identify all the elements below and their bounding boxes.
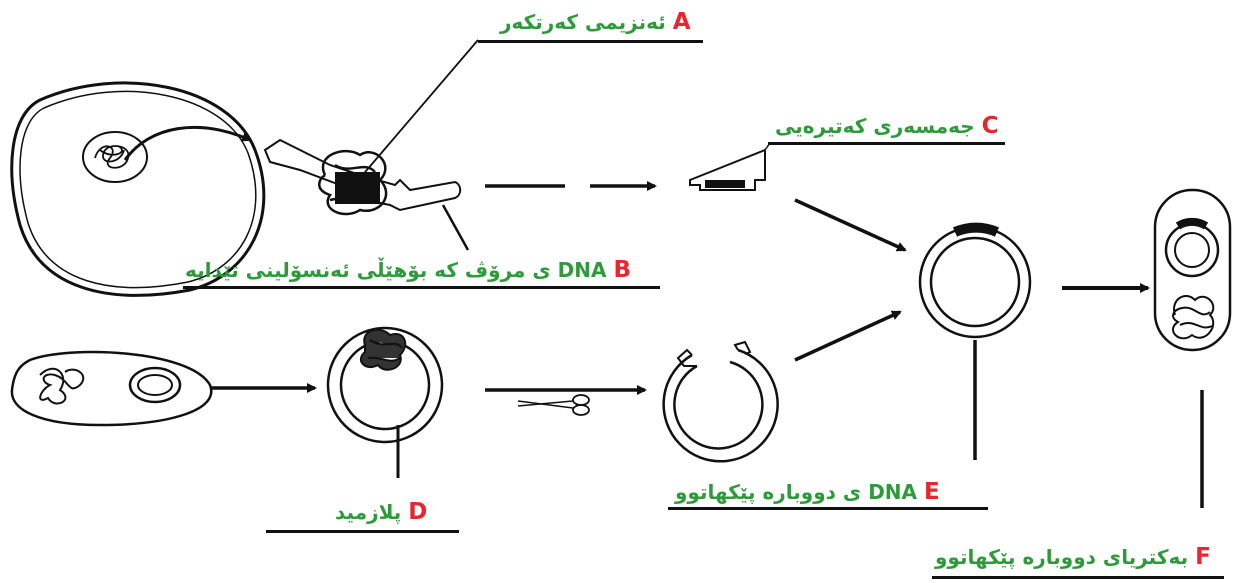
bacterium-with-plasmid [10,350,213,427]
scissors-icon [517,394,590,416]
underline-c [768,142,1005,145]
leader-b [441,204,470,251]
restriction-enzyme-blob [318,149,388,216]
arrow-open-to-recombinant [794,310,902,362]
underline-a [478,40,703,43]
opened-plasmid [662,340,779,463]
leader-a [359,39,479,179]
label-f: F بەکتریای دووبارە پێکهاتوو [935,544,1211,570]
underline-f [932,576,1224,579]
underline-b [183,286,660,289]
recombinant-bacterium [1153,188,1232,352]
label-c: C جەمسەری کەتیرەیی [775,113,999,139]
label-b: B DNA ی مرۆڤ کە بۆهێڵی ئەنسۆلینی تێدایە [185,257,631,283]
plasmid-with-enzyme [326,326,444,444]
recombinant-plasmid [918,222,1032,339]
label-e: E DNA ی دووبارە پێکهاتوو [675,479,940,505]
arrow-nucleus-to-dna [123,125,252,161]
arrow-fragment-to-plasmid [794,198,907,252]
dna-fragment-sticky-ends [689,148,766,191]
label-d: D پلازمید [335,499,428,525]
underline-d [266,530,459,533]
label-a: A ئەنزیمی کەرتکەر [500,9,691,35]
underline-e [668,507,988,510]
